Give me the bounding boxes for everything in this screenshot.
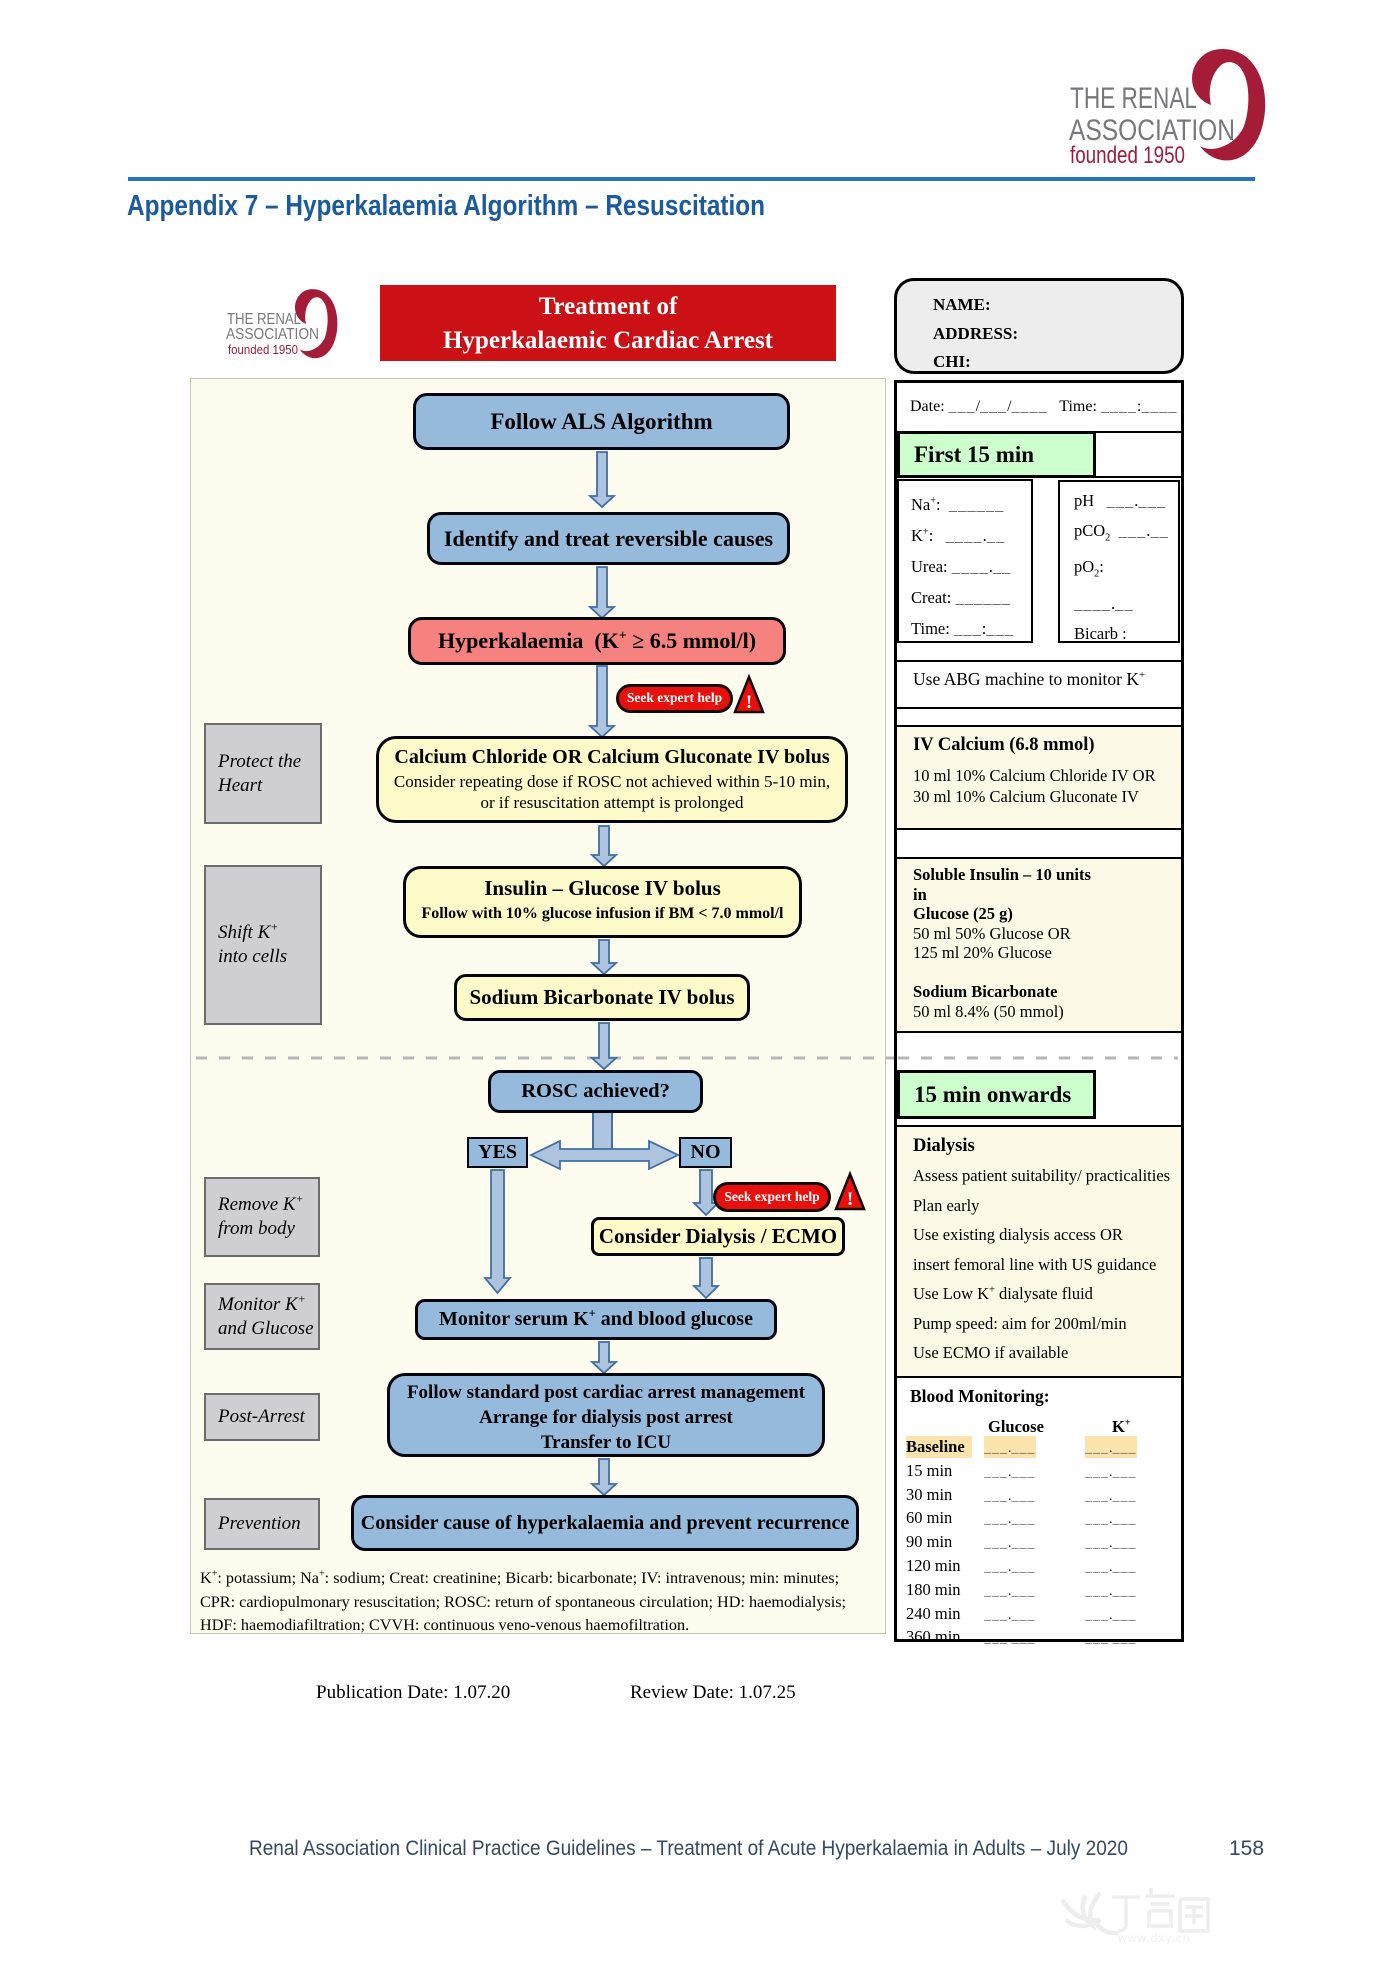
svg-text:founded 1950: founded 1950: [228, 342, 298, 357]
svg-text:THE RENAL: THE RENAL: [1070, 82, 1197, 115]
svg-text:!: !: [847, 1189, 853, 1210]
svg-text:ASSOCIATION: ASSOCIATION: [226, 326, 319, 343]
svg-text:www.dxy.cn: www.dxy.cn: [1117, 1931, 1190, 1945]
svg-text:ASSOCIATION: ASSOCIATION: [1069, 114, 1235, 147]
svg-text:THE RENAL: THE RENAL: [227, 311, 301, 328]
svg-text:founded 1950: founded 1950: [1070, 142, 1185, 169]
svg-text:!: !: [746, 692, 752, 713]
